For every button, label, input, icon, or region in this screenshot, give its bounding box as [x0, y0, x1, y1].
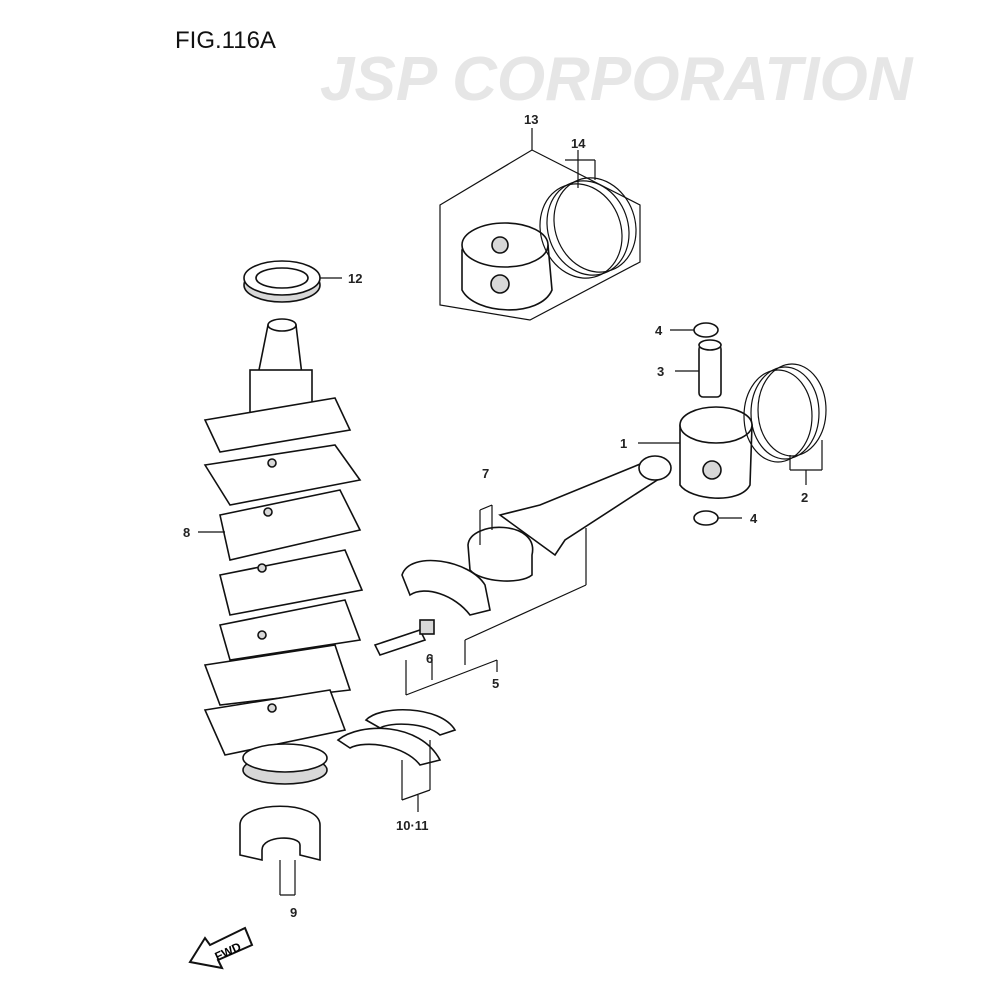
- main-bearing-9: [239, 805, 321, 896]
- piston-pin-clip-4: [670, 322, 742, 526]
- callout-2: 2: [801, 490, 808, 505]
- oil-seal-12: [243, 260, 342, 303]
- callout-13: 13: [524, 112, 538, 127]
- figure-title: FIG.116A: [175, 27, 276, 54]
- callout-4-bottom: 4: [750, 511, 758, 526]
- thrust-washers-10-11: [336, 708, 457, 812]
- callout-8: 8: [183, 525, 190, 540]
- piston-assembly-13: [439, 128, 641, 321]
- crankshaft-8: [198, 318, 364, 785]
- piston-rings-2: [743, 363, 827, 485]
- callout-1: 1: [620, 436, 627, 451]
- callout-7: 7: [482, 466, 489, 481]
- piston-pin-3: [675, 339, 722, 398]
- callout-4-top: 4: [655, 323, 663, 338]
- connecting-rod-5: [373, 455, 672, 696]
- callout-5: 5: [492, 676, 499, 691]
- callout-12: 12: [348, 271, 362, 286]
- watermark-text: JSP CORPORATION: [320, 45, 914, 114]
- fwd-arrow: FWD: [188, 926, 254, 970]
- callout-10-11: 10·11: [396, 818, 429, 833]
- callout-6: 6: [426, 651, 433, 666]
- callout-14: 14: [571, 136, 586, 151]
- watermark: JSP CORPORATION: [320, 45, 914, 114]
- callout-3: 3: [657, 364, 664, 379]
- callout-9: 9: [290, 905, 297, 920]
- piston-1: [638, 406, 753, 499]
